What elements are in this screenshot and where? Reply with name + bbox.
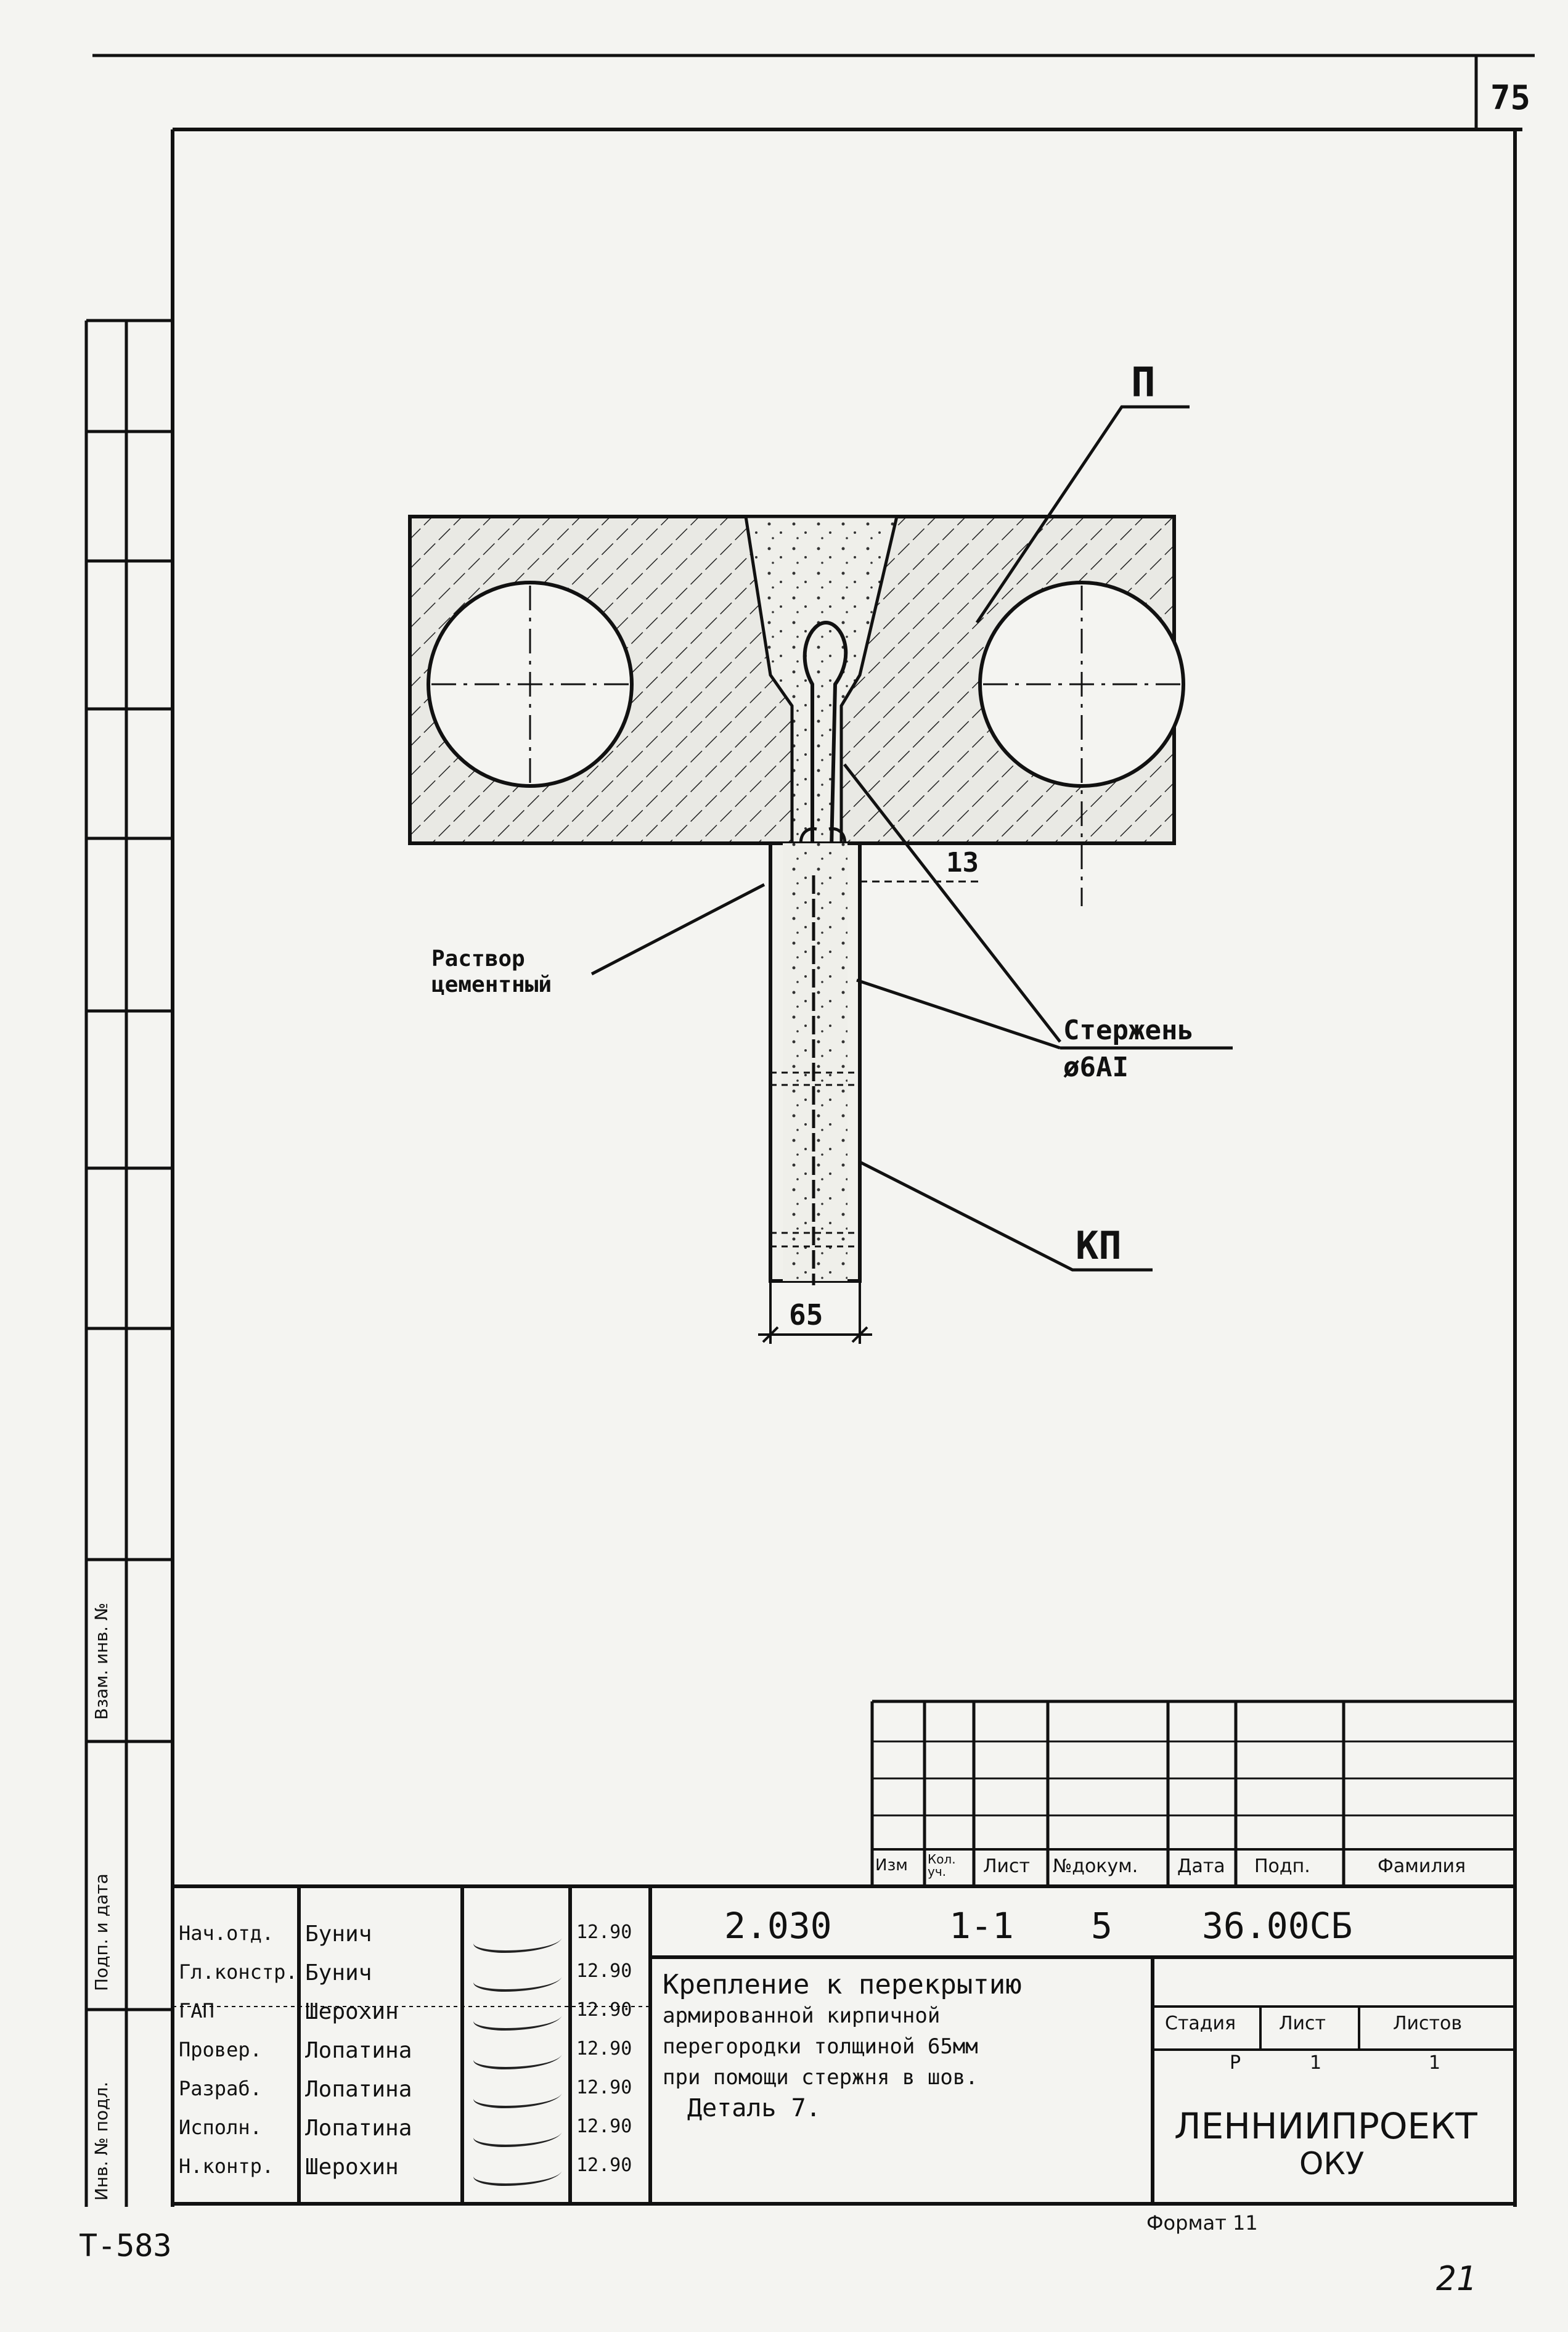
page-number: 75 — [1490, 78, 1531, 117]
document-code-part3: 5 — [1091, 1905, 1113, 1947]
side-label-sign-date: Подп. и дата — [91, 1873, 112, 1991]
leader-p — [975, 405, 1190, 624]
organization-dept: ОКУ — [1299, 2146, 1365, 2182]
sheet-value: 1 — [1310, 2052, 1322, 2074]
document-code: 2.030 — [724, 1905, 832, 1947]
rev-header-sign: Подп. — [1254, 1855, 1310, 1877]
document-code-part4: 36.00СБ — [1202, 1905, 1353, 1947]
bottom-left-code: Т-583 — [79, 2228, 172, 2264]
label-p: П — [1131, 359, 1156, 406]
signature-date: 12.90 — [576, 2077, 632, 2098]
sheet-header: Лист — [1279, 2013, 1326, 2034]
partition-wall — [769, 841, 862, 1285]
sheets-value: 1 — [1429, 2052, 1441, 2074]
signature-role: Н.контр. — [179, 2154, 274, 2178]
sheets-header: Листов — [1393, 2013, 1463, 2034]
signature-role: Исполн. — [179, 2116, 262, 2139]
signature-role: Разраб. — [179, 2077, 262, 2100]
leader-lines — [590, 405, 1233, 1272]
signature-role: Нач.отд. — [179, 1921, 274, 1945]
signature-name: Лопатина — [305, 2077, 412, 2102]
signature-role: Гл.констр. — [179, 1960, 298, 1984]
leader-kp — [859, 1160, 1153, 1272]
leader-mortar — [590, 883, 766, 976]
label-rod-line2: ø6АI — [1063, 1052, 1129, 1083]
organization-name: ЛЕННИИПРОЕКТ — [1174, 2105, 1477, 2147]
label-mortar-line2: цементный — [431, 972, 552, 997]
dimension-65-label: 65 — [789, 1298, 823, 1332]
signature-role: ГАП — [179, 1999, 214, 2023]
signature-date: 12.90 — [576, 2038, 632, 2060]
stage-header: Стадия — [1165, 2013, 1236, 2034]
rev-header-list: Лист — [983, 1855, 1031, 1877]
signature-name: Лопатина — [305, 2038, 412, 2063]
format-label: Формат 11 — [1146, 2211, 1258, 2235]
revision-table-grid — [870, 1700, 1515, 1886]
title-line-2: армированной кирпичной — [663, 2003, 941, 2028]
document-code-part2: 1-1 — [949, 1905, 1014, 1947]
sheet-frame — [92, 54, 1535, 2207]
dimension-65 — [758, 1281, 872, 1344]
bottom-right-mark: 21 — [1436, 2259, 1477, 2298]
title-line-4: при помощи стержня в шов. — [663, 2065, 978, 2090]
signature-name: Лопатина — [305, 2116, 412, 2141]
dimension-13-label: 13 — [946, 847, 979, 878]
signature-name: Бунич — [305, 1960, 372, 1986]
rev-header-kol: Кол. уч. — [928, 1852, 956, 1879]
title-line-1: Крепление к перекрытию — [663, 1969, 1022, 2000]
title-line-5: Деталь 7. — [687, 2094, 821, 2122]
signature-date: 12.90 — [576, 2154, 632, 2176]
side-stamp-frame — [84, 319, 173, 2207]
slab-section — [408, 515, 1185, 906]
signature-role: Провер. — [179, 2038, 262, 2061]
label-mortar-line1: Раствор — [431, 946, 525, 972]
rod-loop — [802, 620, 848, 876]
drawing-title: Крепление к перекрытию армированной кирп… — [663, 1970, 1022, 2124]
signature-date: 12.90 — [576, 2116, 632, 2137]
rev-header-ndoc: №докум. — [1053, 1855, 1138, 1877]
signature-date: 12.90 — [576, 1999, 632, 2021]
signature-name: Шерохин — [305, 1999, 399, 2024]
stage-value: Р — [1230, 2052, 1241, 2074]
side-label-replaces: Взам. инв. № — [91, 1602, 112, 1720]
rev-header-date: Дата — [1177, 1855, 1225, 1877]
label-rod-line1: Стержень — [1063, 1015, 1194, 1046]
title-block-grid — [173, 1884, 1515, 2204]
signature-date: 12.90 — [576, 1960, 632, 1982]
leader-rod-2 — [856, 978, 1061, 1050]
signature-name: Шерохин — [305, 2154, 399, 2180]
signature-date: 12.90 — [576, 1921, 632, 1943]
rev-header-izm: Изм — [875, 1856, 908, 1875]
signature-name: Бунич — [305, 1921, 372, 1947]
title-line-3: перегородки толщиной 65мм — [663, 2034, 978, 2059]
leader-rod-1 — [843, 763, 1061, 1043]
rev-header-surname: Фамилия — [1378, 1855, 1466, 1877]
label-kp: КП — [1076, 1223, 1122, 1268]
side-label-inv: Инв. № подл. — [91, 2081, 112, 2201]
